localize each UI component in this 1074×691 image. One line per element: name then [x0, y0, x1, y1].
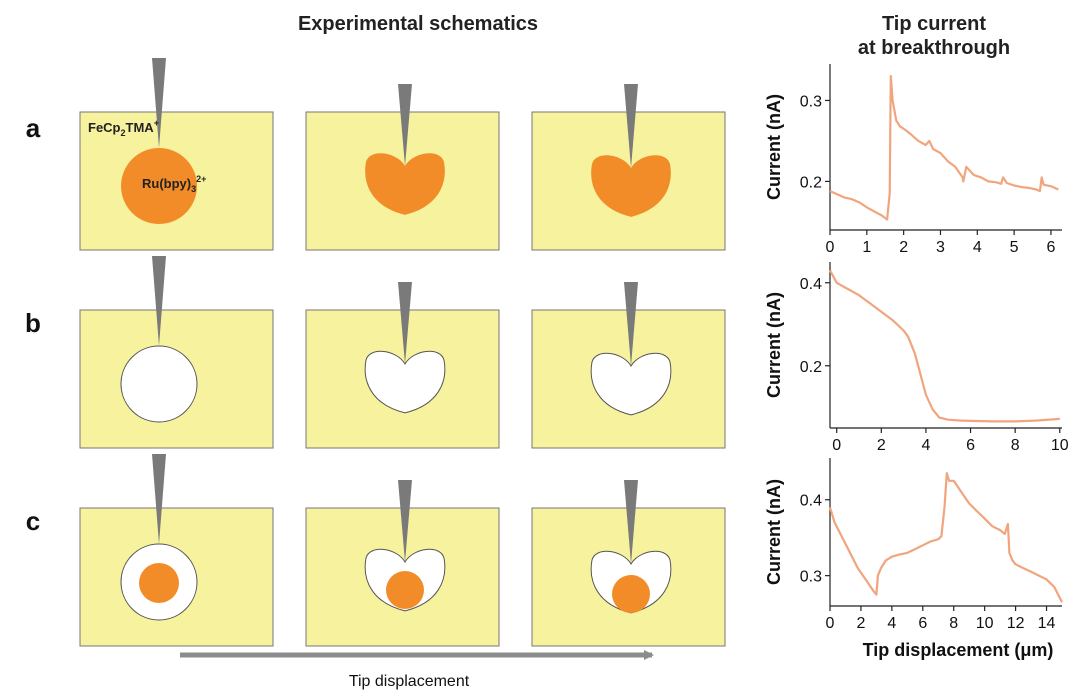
schematic-c-2 [305, 480, 500, 647]
deformed-cell [590, 352, 672, 416]
mediator-label: FeCp2TMA+ [88, 118, 159, 138]
nanoelectrode-tip [152, 454, 166, 544]
y-axis-label: Current (nA) [764, 94, 784, 200]
x-tick-label: 14 [1038, 615, 1056, 632]
schematic-a-1 [79, 58, 274, 251]
row-label-c: c [26, 506, 40, 536]
deformed-cell [591, 155, 671, 217]
x-tick-label: 8 [1011, 437, 1020, 454]
y-tick-label: 0.4 [800, 493, 822, 510]
y-tick-label: 0.2 [800, 174, 822, 191]
x-tick-label: 12 [1007, 615, 1025, 632]
tip-current-title-line1: Tip current [882, 13, 986, 35]
nanoelectrode-tip [152, 58, 166, 148]
nanoelectrode-tip [152, 256, 166, 346]
current-trace [829, 269, 1060, 423]
x-tick-label: 4 [921, 437, 930, 454]
displacement-arrow-label: Tip displacement [349, 673, 470, 690]
x-tick-label: 2 [899, 239, 908, 256]
cell-core [139, 563, 179, 603]
chart-b: 0.2 0.4 0 2 4 6 8 10 Current (nA) [764, 262, 1069, 454]
schematic-b-1 [79, 256, 274, 449]
deformed-cell [364, 350, 446, 414]
x-tick-label: 3 [936, 239, 945, 256]
y-tick-label: 0.4 [800, 276, 822, 293]
chart-a: 0.2 0.3 0 1 2 3 4 5 6 Current (nA) [764, 64, 1062, 256]
y-tick-label: 0.3 [800, 569, 822, 586]
y-tick-label: 0.2 [800, 359, 822, 376]
schematic-a-3 [531, 84, 726, 251]
current-trace [829, 74, 1059, 221]
row-label-a: a [26, 113, 41, 143]
schematic-c-1 [79, 454, 274, 647]
y-axis-label: Current (nA) [764, 479, 784, 585]
x-tick-label: 5 [1010, 239, 1019, 256]
x-tick-label: 2 [877, 437, 886, 454]
schematics-grid [79, 58, 726, 647]
deformed-cell [365, 153, 445, 215]
cell [121, 148, 197, 224]
x-tick-label: 6 [1046, 239, 1055, 256]
x-tick-label: 4 [973, 239, 982, 256]
nanoelectrode-tip [624, 282, 638, 366]
x-tick-label: 8 [949, 615, 958, 632]
current-trace [828, 472, 1063, 603]
x-tick-label: 6 [966, 437, 975, 454]
x-tick-label: 10 [1051, 437, 1069, 454]
cell [120, 345, 198, 423]
x-axis-label: Tip displacement (μm) [863, 640, 1054, 660]
nanoelectrode-tip [624, 480, 638, 564]
x-tick-label: 0 [832, 437, 841, 454]
row-label-b: b [25, 308, 41, 338]
nanoelectrode-tip [398, 282, 412, 364]
chart-c: 0.3 0.4 0 2 4 6 8 10 12 14 Current (nA) Tip displac… [764, 458, 1063, 660]
nanoelectrode-tip [398, 84, 412, 166]
x-tick-label: 2 [856, 615, 865, 632]
cell-core [386, 571, 424, 609]
y-axis-label: Current (nA) [764, 292, 784, 398]
schematic-c-3 [531, 480, 726, 647]
dye-label: Ru(bpy)32+ [142, 174, 206, 194]
y-tick-label: 0.3 [800, 93, 822, 110]
schematics-title: Experimental schematics [298, 13, 538, 35]
schematic-a-2 [305, 84, 500, 251]
nanoelectrode-tip [624, 84, 638, 168]
schematic-b-3 [531, 282, 726, 449]
cell-core [612, 575, 650, 613]
tip-current-title-line2: at breakthrough [858, 37, 1010, 59]
x-tick-label: 4 [887, 615, 896, 632]
x-tick-label: 0 [826, 239, 835, 256]
schematic-b-2 [305, 282, 500, 449]
nanoelectrode-tip [398, 480, 412, 562]
x-tick-label: 6 [918, 615, 927, 632]
x-tick-label: 10 [976, 615, 994, 632]
x-tick-label: 0 [826, 615, 835, 632]
x-tick-label: 1 [862, 239, 871, 256]
